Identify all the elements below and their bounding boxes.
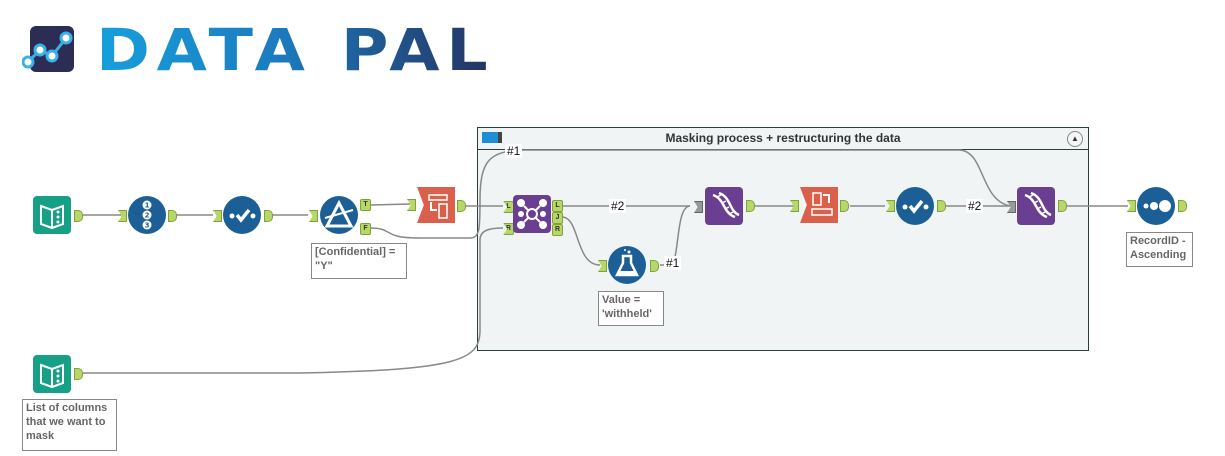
wire-label: #2 (966, 199, 984, 213)
logo-icon (22, 26, 74, 72)
wire-label: #1 (664, 256, 682, 270)
record-id-icon[interactable]: 1 2 3 (128, 196, 166, 234)
join-left-output-anchor[interactable]: L (552, 200, 563, 212)
output-anchor[interactable] (1058, 200, 1067, 212)
container-header[interactable]: Masking process + restructuring the data… (478, 128, 1088, 150)
filter-false-anchor[interactable]: F (360, 223, 371, 235)
output-anchor[interactable] (264, 210, 273, 222)
output-anchor[interactable] (457, 200, 466, 212)
svg-text:2: 2 (145, 212, 150, 220)
output-anchor[interactable] (74, 368, 83, 380)
wire-label: #1 (505, 144, 523, 158)
union-dna-icon[interactable] (705, 187, 743, 225)
connection (369, 149, 1011, 239)
formula-annotation: Value = 'withheld' (598, 291, 664, 326)
output-anchor[interactable] (746, 200, 755, 212)
connection (561, 216, 601, 266)
formula-flask-icon[interactable] (608, 246, 646, 284)
brand-logo-text: DATA PAL (96, 16, 495, 84)
output-anchor[interactable] (937, 200, 946, 212)
sort-dots-icon[interactable] (1137, 187, 1175, 225)
filter-prism-icon[interactable] (320, 196, 358, 234)
output-anchor[interactable] (74, 210, 83, 222)
tool-container[interactable]: Masking process + restructuring the data… (477, 127, 1089, 351)
connection (82, 227, 504, 374)
select-check-icon[interactable] (896, 187, 934, 225)
chevron-up-icon[interactable]: ▲ (1067, 131, 1083, 147)
input-book-icon[interactable] (33, 355, 71, 393)
output-anchor[interactable] (1178, 200, 1187, 212)
output-anchor[interactable] (168, 210, 177, 222)
union-dna-icon[interactable] (1017, 187, 1055, 225)
output-anchor[interactable] (650, 260, 659, 272)
select-check-icon[interactable] (223, 196, 261, 234)
join-right-output-anchor[interactable]: R (552, 224, 563, 236)
join-join-output-anchor[interactable]: J (552, 212, 563, 224)
container-title: Masking process + restructuring the data (665, 131, 901, 145)
sort-annotation: RecordID - Ascending (1126, 232, 1193, 267)
filter-true-anchor[interactable]: T (360, 199, 371, 211)
input-annotation: List of columns that we want to mask (22, 399, 117, 451)
join-icon[interactable] (513, 195, 551, 233)
connection (369, 203, 411, 206)
filter-annotation: [Confidential] = "Y" (311, 243, 407, 279)
svg-text:3: 3 (145, 222, 150, 230)
container-enable-toggle[interactable] (482, 132, 502, 143)
wire-label: #2 (609, 199, 627, 213)
input-book-icon[interactable] (33, 196, 71, 234)
svg-text:1: 1 (145, 202, 150, 210)
output-anchor[interactable] (840, 200, 849, 212)
